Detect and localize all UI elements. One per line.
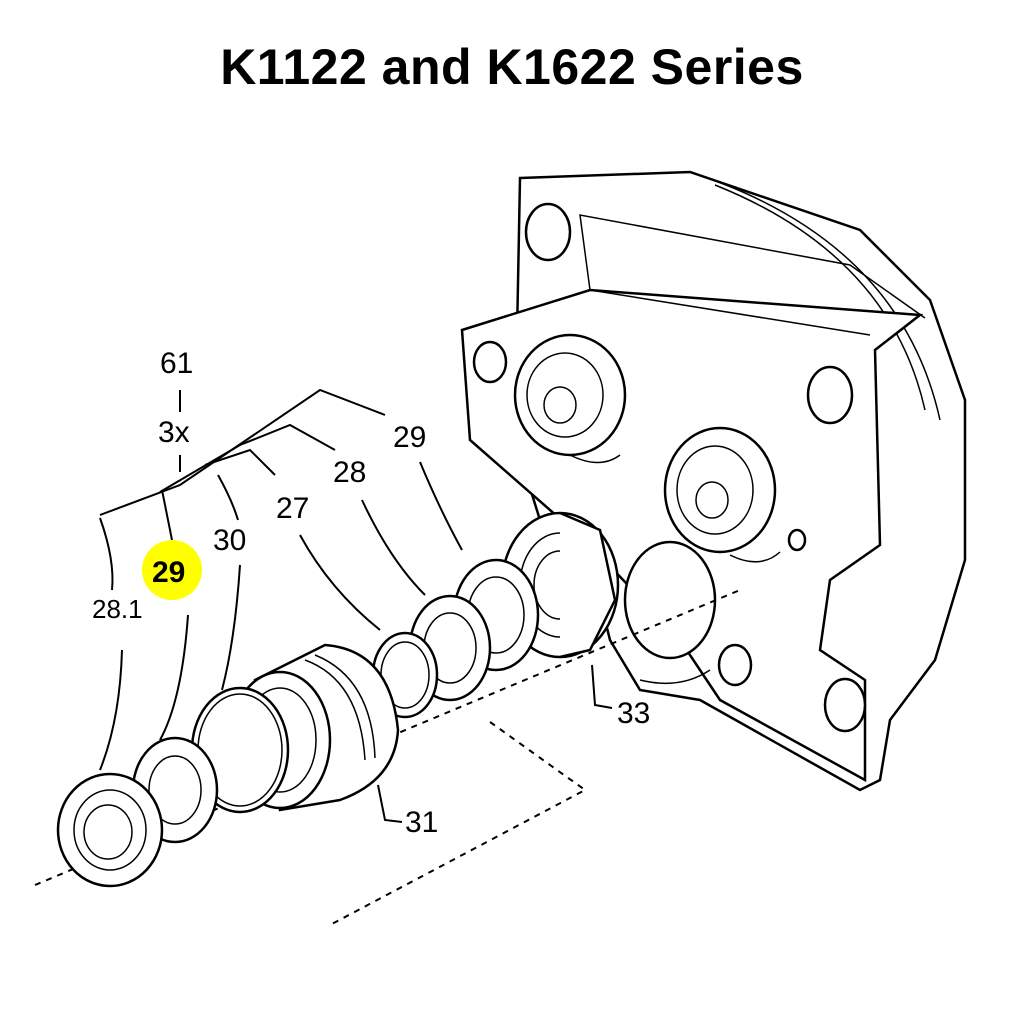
reference-line xyxy=(329,721,587,926)
label-28-1: 28.1 xyxy=(92,594,143,624)
label-61: 61 xyxy=(160,347,193,380)
label-3x: 3x xyxy=(158,416,190,449)
center-axis xyxy=(34,589,741,886)
label-31: 31 xyxy=(405,806,438,839)
leader-lines xyxy=(99,388,613,823)
part-28-1-seal xyxy=(56,772,164,888)
label-29-top: 29 xyxy=(393,421,426,454)
label-28: 28 xyxy=(333,456,366,489)
pump-head-housing xyxy=(460,170,967,792)
label-30: 30 xyxy=(213,524,246,557)
highlight-marker xyxy=(142,540,202,600)
label-27: 27 xyxy=(276,492,309,525)
page-title: K1122 and K1622 Series xyxy=(220,39,804,95)
label-29-highlighted: 29 xyxy=(152,556,185,589)
label-33: 33 xyxy=(617,697,650,730)
